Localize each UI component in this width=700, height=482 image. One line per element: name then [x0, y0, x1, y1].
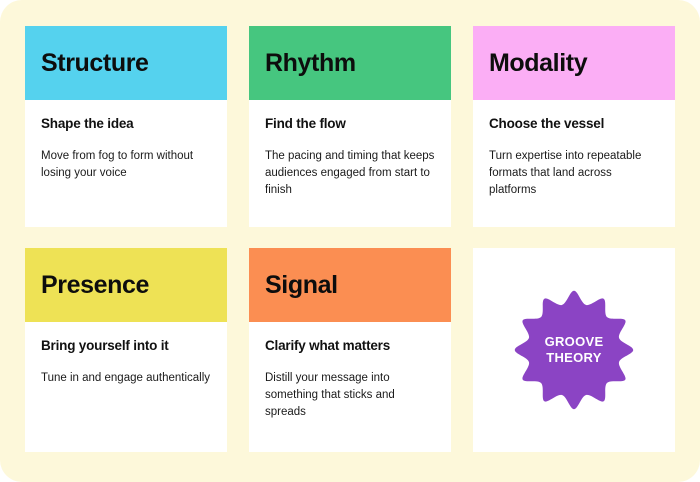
card-subtitle: Find the flow: [265, 116, 346, 131]
card-body: Find the flow The pacing and timing that…: [249, 100, 451, 227]
card-grid: Structure Shape the idea Move from fog t…: [25, 26, 675, 452]
card-title: Signal: [265, 270, 338, 299]
badge-text: GROOVE THEORY: [545, 334, 604, 367]
card-description: Move from fog to form without losing you…: [41, 150, 194, 179]
badge-line-1: GROOVE: [544, 333, 604, 349]
card-presence[interactable]: Presence Bring yourself into it Tune in …: [25, 248, 227, 452]
card-title: Structure: [41, 48, 149, 77]
card-subtitle: Choose the vessel: [489, 116, 605, 131]
card-signal[interactable]: Signal Clarify what matters Distill your…: [249, 248, 451, 452]
card-header-signal: Signal: [249, 248, 451, 322]
card-header-presence: Presence: [25, 248, 227, 322]
card-body: Clarify what matters Distill your messag…: [249, 322, 451, 452]
card-description: Tune in and engage authentically: [41, 372, 211, 385]
groove-theory-badge: GROOVE THEORY: [511, 287, 637, 413]
card-body: Shape the idea Move from fog to form wit…: [25, 100, 227, 227]
card-body: Choose the vessel Turn expertise into re…: [473, 100, 675, 227]
card-rhythm[interactable]: Rhythm Find the flow The pacing and timi…: [249, 26, 451, 227]
card-badge[interactable]: GROOVE THEORY: [473, 248, 675, 452]
card-modality[interactable]: Modality Choose the vessel Turn expertis…: [473, 26, 675, 227]
card-structure[interactable]: Structure Shape the idea Move from fog t…: [25, 26, 227, 227]
card-title: Rhythm: [265, 48, 356, 77]
badge-line-2: THEORY: [546, 350, 602, 365]
card-subtitle: Clarify what matters: [265, 338, 391, 353]
card-title: Modality: [489, 48, 588, 77]
card-title: Presence: [41, 270, 149, 299]
card-subtitle: Bring yourself into it: [41, 338, 169, 353]
card-header-modality: Modality: [473, 26, 675, 100]
card-description: Distill your message into something that…: [265, 372, 395, 418]
card-header-rhythm: Rhythm: [249, 26, 451, 100]
card-body: Bring yourself into it Tune in and engag…: [25, 322, 227, 452]
card-header-structure: Structure: [25, 26, 227, 100]
card-description: The pacing and timing that keeps audienc…: [265, 150, 435, 196]
card-subtitle: Shape the idea: [41, 116, 134, 131]
starburst-icon: [514, 290, 634, 410]
card-description: Turn expertise into repeatable formats t…: [489, 150, 642, 196]
